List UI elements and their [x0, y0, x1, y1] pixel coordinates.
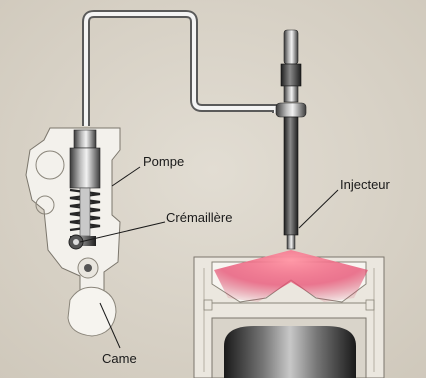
- injector-label: Injecteur: [340, 177, 391, 192]
- cam-label: Came: [102, 351, 137, 366]
- cam: [68, 287, 116, 336]
- rack-label: Crémaillère: [166, 210, 232, 225]
- pump-label: Pompe: [143, 154, 184, 169]
- cylinder: [194, 250, 384, 378]
